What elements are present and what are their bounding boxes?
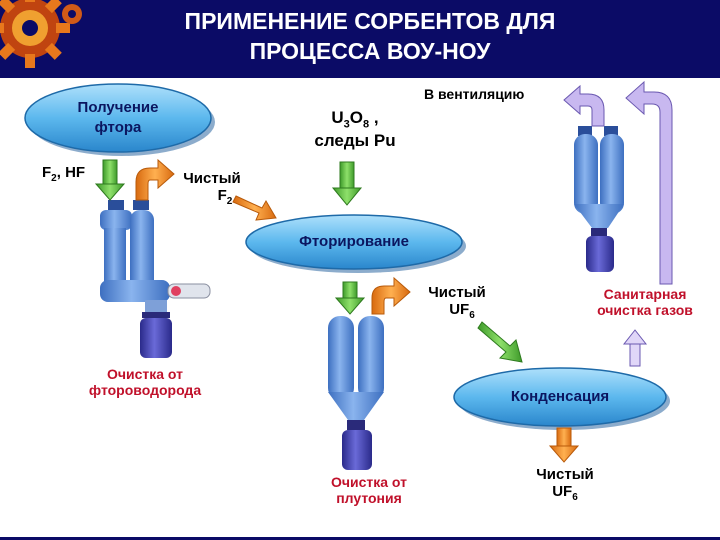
condensation-node [453,367,670,430]
arrow-f2-to-fluorination [232,195,277,221]
page-title: ПРИМЕНЕНИЕ СОРБЕНТОВ ДЛЯ ПРОЦЕССА ВОУ-НО… [100,6,640,66]
arrow-uf6-down [334,281,366,315]
hf-sorber-column [100,200,211,358]
arrow-uf6-to-condensation [477,321,523,363]
arrow-pure-uf6-down [548,427,580,463]
title-line-1: ПРИМЕНЕНИЕ СОРБЕНТОВ ДЛЯ [184,8,556,34]
hf-cleaning-label: Очистка от фтороводорода [88,366,202,399]
pure-uf6-mid-label: Чистый UF6 [428,284,486,322]
pure-uf6-bottom-label: Чистый UF6 [536,466,594,504]
f2-hf-label: F2, HF [42,164,86,184]
arrow-f2-hf-down [94,159,126,201]
arrow-condensation-to-gas-cleaning [622,329,648,367]
fluorination-node [245,214,466,273]
fluorine-label-line-1: Получение [77,99,159,116]
gas-cleaning-label: Санитарная очистка газов [597,286,693,319]
u3o8-label: U3O8 , следы Pu [314,108,396,151]
pure-f2-label: Чистый F2 [183,170,241,208]
arrow-pure-f2-curve [135,158,175,201]
ventilation-label: В вентиляцию [424,86,525,102]
fluorine-label-line-2: фтора [94,119,142,136]
pu-cleaning-label: Очистка от плутония [330,474,407,507]
gear-logo-icon [0,0,90,78]
header-bar [0,0,720,78]
title-line-2: ПРОЦЕССА ВОУ-НОУ [249,38,491,64]
footer-line [0,537,720,540]
condensation-label: Конденсация [510,388,610,405]
arrow-to-ventilation-small [563,84,605,127]
pu-sorber-column [328,316,384,470]
fluorine-production-label: Получение фтора [48,98,188,138]
arrow-to-ventilation-large [625,80,673,285]
fluorination-label: Фторирование [299,233,409,250]
gas-sorber-column [574,126,624,272]
fluorine-production-node [24,83,215,156]
arrow-uf6-curve [371,276,411,315]
arrow-u3o8-down [331,161,363,206]
